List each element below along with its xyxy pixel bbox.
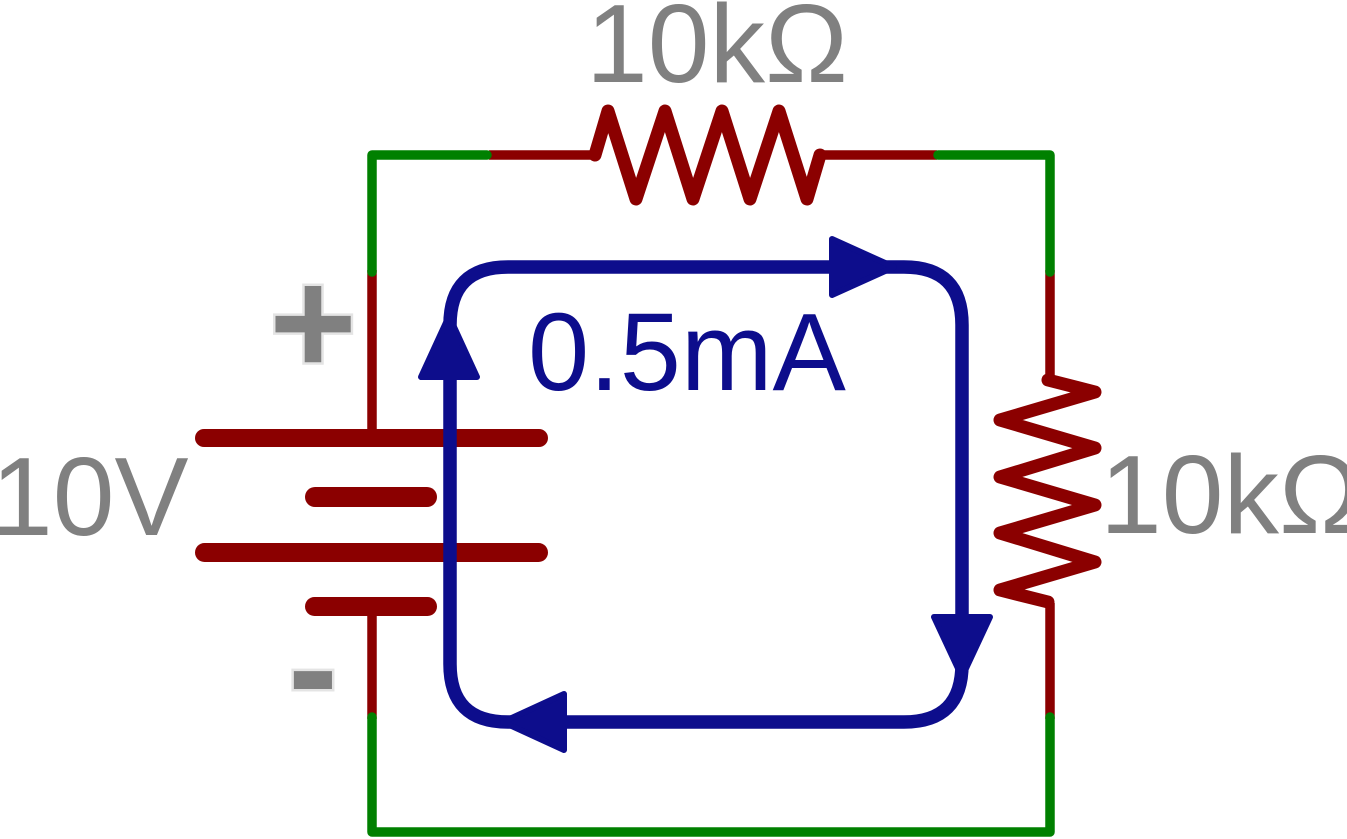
battery-voltage-label: 10V <box>0 435 189 559</box>
current-loop-path <box>443 260 969 729</box>
wire-top-right-green <box>933 150 1055 277</box>
arrow-up-icon <box>418 313 480 380</box>
green-wire-segments <box>367 150 1055 837</box>
red-wire-segments <box>367 150 1055 719</box>
arrow-down-icon <box>931 614 993 680</box>
battery-symbol <box>195 429 548 616</box>
battery-plus-label: + <box>269 238 357 406</box>
wire-bottom-green <box>367 712 1055 837</box>
current-value-label: 0.5mA <box>528 291 847 414</box>
resistor-top-symbol <box>588 104 827 206</box>
current-loop <box>418 236 993 753</box>
arrow-left-icon <box>500 691 567 753</box>
battery-minus-label: - <box>288 583 338 751</box>
arrow-right-icon <box>829 236 897 298</box>
battery-plate-long-2 <box>195 543 548 562</box>
resistor-right-symbol <box>993 373 1102 609</box>
battery-plate-short-2 <box>305 597 437 616</box>
battery-plate-short-1 <box>305 487 437 507</box>
resistor-top-value-label: 10kΩ <box>586 0 848 106</box>
resistor-right-value-label: 10kΩ <box>1100 433 1347 557</box>
battery-plate-long-1 <box>195 429 548 447</box>
wire-top-left-green <box>367 150 492 277</box>
